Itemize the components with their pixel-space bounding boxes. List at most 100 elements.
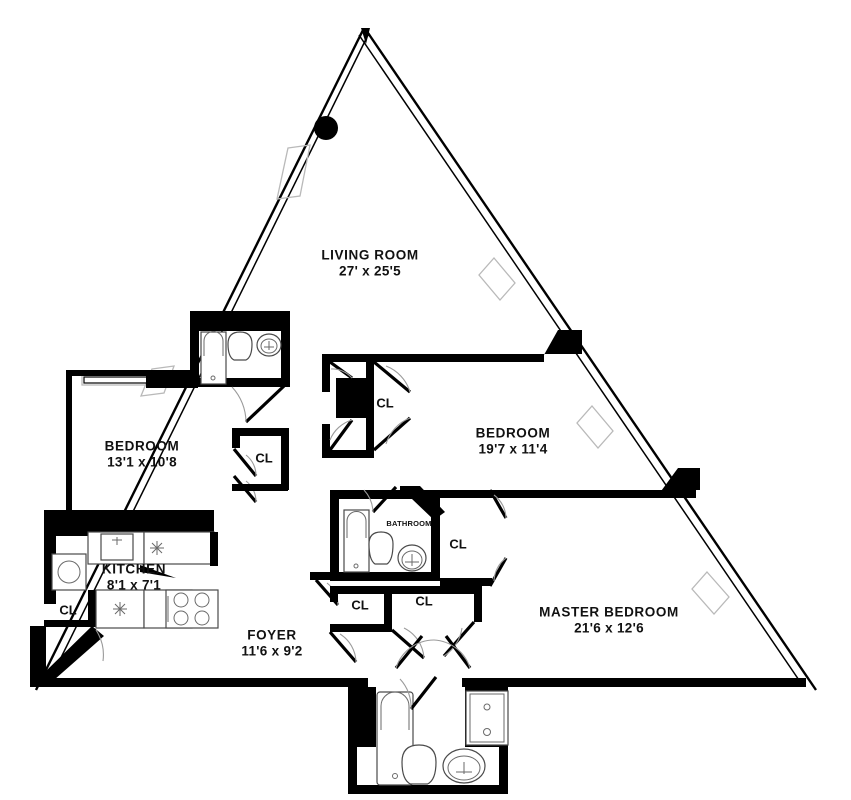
exterior-wall-right-inner — [358, 34, 804, 687]
room-name-bedroom-right: BEDROOM — [476, 426, 551, 441]
room-dims-master-bedroom: 21'6 x 12'6 — [574, 621, 644, 636]
door-leaf-closet-bedroom-left-a — [232, 447, 258, 478]
sink-bowl-lower — [447, 755, 481, 781]
closet-master-wall-north — [440, 490, 490, 498]
sink-tap-upper — [264, 341, 274, 350]
window-icon-right-upper — [478, 257, 516, 301]
exterior-wall-left-outer — [34, 29, 365, 691]
bathtub-icon-upper — [200, 331, 227, 385]
door-swing-closet-living-a — [330, 368, 353, 379]
room-name-foyer: FOYER — [247, 628, 297, 643]
bath-mid-wall-east — [431, 499, 440, 579]
room-dims-bedroom-left: 13'1 x 10'8 — [107, 455, 177, 470]
door-leaf-bath-lower — [409, 676, 438, 710]
closet-label-foyer-right: CL — [415, 593, 432, 608]
apex-cap — [361, 28, 370, 44]
room-name-kitchen: KITCHEN — [102, 562, 166, 577]
bedroom-left-wall-west — [66, 370, 72, 510]
closet-kitchen-wall — [88, 590, 96, 626]
bottom-wall-center-right — [462, 678, 508, 687]
bottom-exterior-wall — [30, 678, 806, 687]
door-swing-closet-master-a — [493, 494, 507, 519]
bedroom-right-wall-west-upper — [322, 354, 330, 392]
kitchen-counter-notch — [140, 565, 176, 578]
window-icon-left-lower — [139, 365, 175, 397]
foyer-closet-wall-north — [330, 586, 482, 594]
bathtub-rim-upper — [203, 331, 224, 356]
room-dims-kitchen: 8'1 x 7'1 — [107, 578, 161, 593]
door-leaf-bath-upper — [244, 384, 286, 424]
burner-icon-2 — [194, 592, 210, 608]
kitchen-wall-east — [210, 532, 218, 566]
closet-living-wall-east — [366, 354, 374, 458]
closet-bedroom-left-wall-east — [281, 428, 289, 490]
room-dims-bedroom-right: 19'7 x 11'4 — [478, 442, 547, 457]
bathroom-upper — [146, 311, 290, 504]
door-leaf-closet-cl-right-b — [372, 416, 412, 452]
bedroom-right-wall-west-lower — [322, 424, 330, 450]
window-glazing-bedroom-left — [83, 376, 149, 384]
room-name-bedroom-left: BEDROOM — [105, 439, 180, 454]
closet-master-wall-south — [440, 578, 492, 586]
bathroom-label: BATHROOM — [386, 519, 431, 528]
bedroom-right-wall-north — [322, 354, 544, 362]
freezer-icon-kitchen — [113, 602, 127, 616]
sink-bowl-mid — [401, 550, 423, 570]
left-walls — [30, 370, 214, 687]
foyer-closet-divider — [384, 586, 392, 630]
window-icon-right-mid — [576, 405, 614, 449]
cooktop-icon-kitchen-upper — [150, 541, 164, 555]
burner-icon-1 — [173, 592, 189, 608]
closet-bedroom-left-wall-west — [232, 428, 240, 448]
exterior-wall-right-outer — [365, 29, 817, 691]
door-swing-entry-a — [395, 639, 435, 669]
foyer-closet-left-wall-south — [330, 624, 392, 632]
foyer-angled-wall-left — [30, 626, 104, 687]
closet-label-kitchen: CL — [59, 602, 76, 617]
bathtub-rim-mid — [346, 511, 367, 538]
window-icon-right-lower — [691, 571, 730, 615]
door-swing-bath-mid — [363, 489, 374, 513]
door-swing-entry-b — [433, 639, 471, 669]
bath-upper-wall-south — [190, 378, 290, 387]
closet-living-wall-south — [322, 450, 374, 458]
door-leaf-entry-a — [394, 634, 424, 670]
room-name-living-room: LIVING ROOM — [321, 248, 418, 263]
toilet-icon-upper — [227, 331, 253, 361]
room-name-master-bedroom: MASTER BEDROOM — [539, 605, 679, 620]
bath-lower-wall-bottom — [348, 785, 508, 794]
bedroom-right-wall-northeast — [540, 330, 582, 362]
door-swing-bath-upper — [231, 386, 247, 423]
closet-master-upper-walls — [440, 489, 508, 587]
kitchen-fixtures — [51, 531, 219, 629]
bathtub-drain-upper — [210, 375, 216, 381]
door-leaf-foyer-left — [328, 630, 358, 664]
sink-tap-lower — [456, 762, 472, 774]
sink-tap-kitchen — [112, 537, 122, 545]
burner-icon-3 — [173, 610, 189, 626]
closet-label-master-upper: CL — [449, 536, 466, 551]
shower-stall-icon-lower — [465, 690, 509, 746]
toilet-icon-lower — [401, 744, 437, 785]
bathtub-rim-lower — [380, 691, 410, 730]
shower-head-icon-lower — [483, 703, 491, 711]
bath-upper-wall-west — [190, 311, 199, 385]
burner-icon-4 — [194, 610, 210, 626]
bottom-wall-left — [30, 678, 320, 687]
bath-mid-wall-west — [330, 499, 339, 579]
door-leaf-closet-living-b — [328, 419, 354, 451]
door-leaf-foyer-closet-a — [390, 628, 426, 660]
bath-upper-wall-north — [190, 311, 290, 331]
bath-mid-wall-south — [330, 572, 440, 581]
door-leaf-closet-master-b — [488, 557, 508, 587]
corridor-wall-left — [310, 572, 340, 580]
bath-mid-wall-north-a — [330, 490, 440, 499]
closet-bedroom-left-wall-south — [232, 484, 288, 491]
bathtub-drain-lower — [392, 773, 398, 779]
door-swing-foyer-closet-b — [443, 627, 463, 657]
foyer-closet-right-wall-east — [474, 586, 482, 622]
room-dims-foyer: 11'6 x 9'2 — [241, 644, 302, 659]
door-swing-closet-master-b — [493, 557, 507, 582]
